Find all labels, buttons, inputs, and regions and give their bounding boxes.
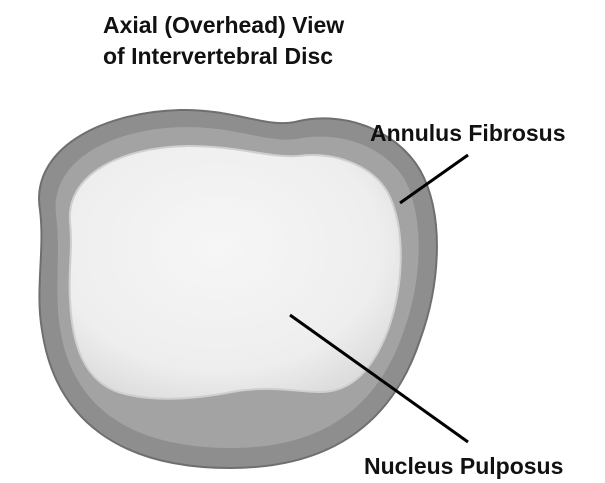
diagram-title-line-2: of Intervertebral Disc xyxy=(103,45,333,68)
nucleus-pulposus-label: Nucleus Pulposus xyxy=(364,455,563,478)
annulus-fibrosus-label: Annulus Fibrosus xyxy=(370,122,566,145)
diagram-title-line-1: Axial (Overhead) View xyxy=(103,14,344,37)
nucleus-pulposus-region xyxy=(70,146,401,399)
